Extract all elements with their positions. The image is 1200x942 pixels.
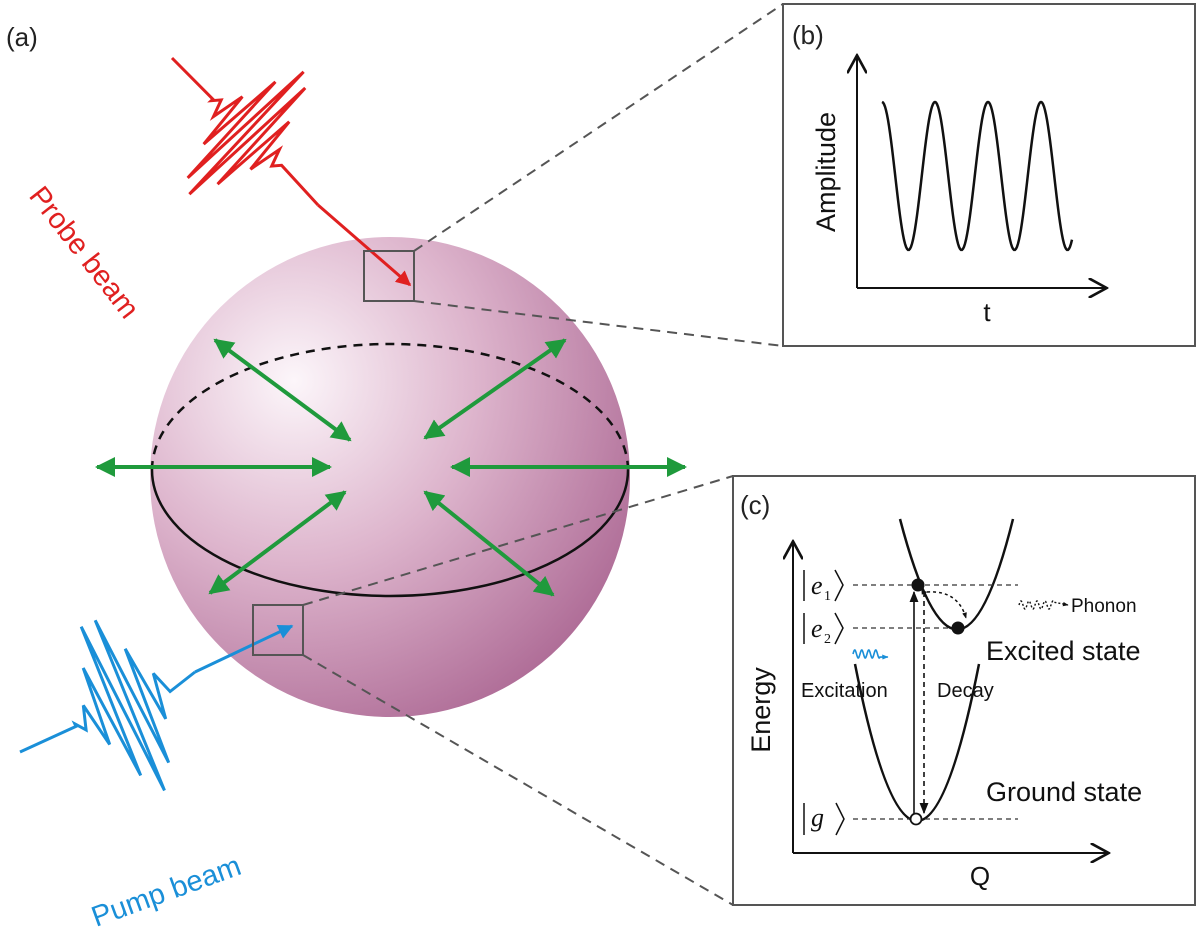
probe-label: Probe beam: [22, 181, 144, 325]
zoom-lines: [302, 3, 784, 906]
phonon-dotted-wavy-arrow-icon: [1018, 600, 1069, 610]
panel-b-xlabel: t: [983, 297, 991, 327]
panel-c-ylabel: Energy: [746, 667, 776, 753]
relaxation-arrow: [921, 589, 967, 619]
arrow-upper-left: [213, 338, 352, 442]
pump-pulse: [19, 619, 196, 792]
sphere: [150, 237, 630, 717]
pump-label: Pump beam: [87, 850, 245, 934]
zoom-box-pump: [252, 604, 304, 656]
equator-front: [150, 469, 630, 598]
probe-pulse: [170, 56, 320, 207]
e2-state-dot: [951, 621, 965, 635]
panel-b-label: (b): [792, 20, 824, 50]
ket-g-letter: g: [811, 803, 824, 832]
arrow-upper-right: [423, 338, 567, 440]
ket-e1: e 1: [803, 569, 844, 604]
pump-beam: [19, 619, 294, 792]
arrow-lower-right: [423, 490, 555, 597]
pump-arrow: [194, 624, 294, 674]
ket-e2-sub: 2: [824, 632, 831, 647]
ket-e1-letter: e: [811, 571, 823, 600]
excited-state-label: Excited state: [986, 636, 1141, 666]
panel-b-frame: [782, 3, 1196, 347]
decay-label: Decay: [937, 680, 994, 702]
g-state-dot: [909, 812, 923, 826]
excitation-label: Excitation: [801, 680, 888, 702]
ket-e1-sub: 1: [824, 589, 831, 604]
panel-c-frame: [732, 475, 1196, 906]
ground-state-label: Ground state: [986, 777, 1142, 807]
panel-c-label: (c): [740, 490, 770, 520]
ket-e2: e 2: [803, 612, 844, 647]
breathing-arrows: [95, 338, 687, 597]
arrow-lower-left: [208, 490, 347, 595]
equator-back: [150, 342, 630, 471]
energy-levels: [853, 584, 1018, 820]
e1-state-dot: [911, 578, 925, 592]
probe-arrow: [317, 203, 412, 287]
ket-g: g: [803, 802, 845, 836]
zoom-box-probe: [363, 250, 415, 302]
panel-b-ylabel: Amplitude: [811, 112, 841, 232]
probe-beam: [170, 56, 412, 287]
photon-wavy-arrow-icon: [852, 649, 889, 660]
ket-e2-letter: e: [811, 614, 823, 643]
panel-a-label: (a): [6, 22, 38, 52]
amplitude-oscillation: [881, 100, 1074, 252]
phonon-label: Phonon: [1071, 596, 1137, 617]
panel-c-xlabel: Q: [970, 861, 990, 891]
